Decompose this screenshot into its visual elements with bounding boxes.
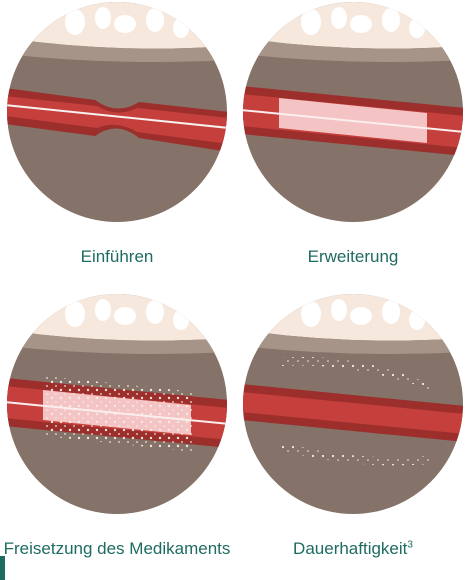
step-insertion: Einführen: [0, 0, 234, 280]
caption-durability-text: Dauerhaftigkeit: [293, 539, 407, 558]
edge-accent-bar: [0, 556, 5, 580]
drug-release-illustration: [5, 292, 229, 516]
step-expansion: Erweiterung: [236, 0, 470, 280]
caption-durability: Dauerhaftigkeit3: [236, 538, 470, 559]
caption-drug-release-text: Freisetzung des Medikaments: [4, 539, 231, 558]
caption-expansion: Erweiterung: [236, 246, 470, 267]
caption-insertion: Einführen: [0, 246, 234, 267]
durability-illustration: [241, 292, 465, 516]
expansion-illustration: [241, 0, 465, 224]
caption-expansion-text: Erweiterung: [308, 247, 399, 266]
caption-durability-footnote: 3: [407, 539, 413, 550]
caption-insertion-text: Einführen: [81, 247, 154, 266]
step-drug-release: Freisetzung des Medikaments: [0, 292, 234, 580]
insertion-illustration: [5, 0, 229, 224]
step-durability: Dauerhaftigkeit3: [236, 292, 470, 580]
caption-drug-release: Freisetzung des Medikaments: [0, 538, 234, 559]
